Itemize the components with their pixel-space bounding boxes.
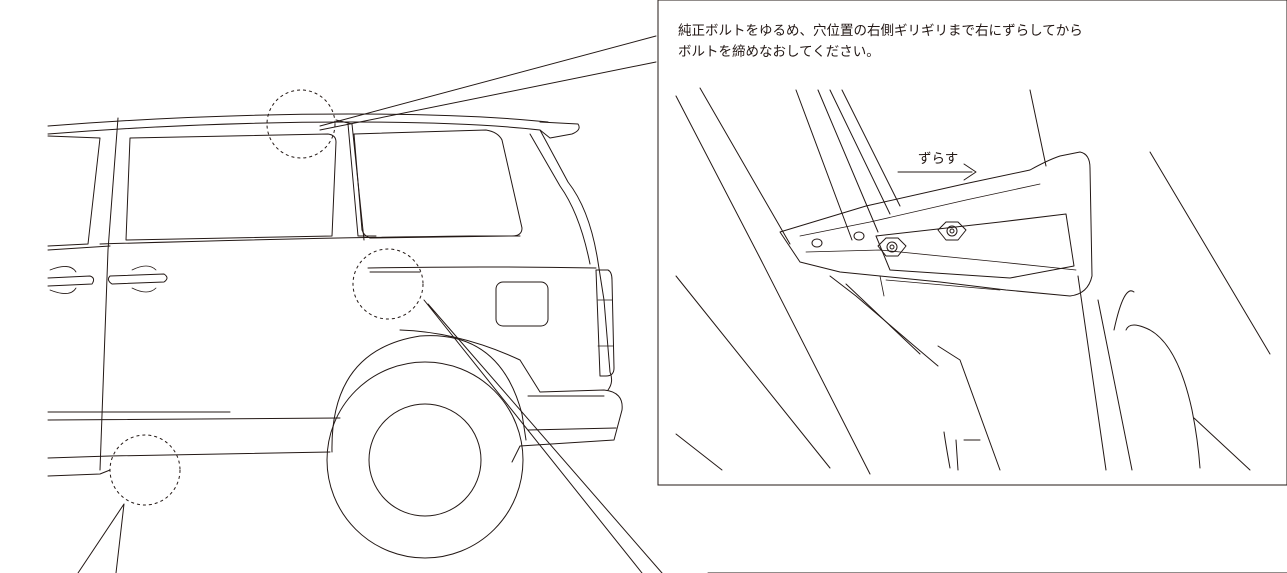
callout-circle-sill	[109, 434, 181, 506]
detail-panel-frame	[657, 0, 1287, 486]
slot-hole	[811, 238, 823, 248]
shift-arrow-head	[963, 163, 977, 181]
front-handle-recess	[49, 266, 77, 294]
detail-pillar-lines	[795, 89, 901, 241]
rear-tire	[326, 361, 524, 559]
wheel-arch	[331, 335, 527, 453]
bracket-edge	[879, 275, 1001, 297]
hatch-edge	[539, 129, 613, 391]
leader-quarter	[423, 299, 663, 573]
detail-line-a	[675, 95, 871, 475]
hinge-bracket	[779, 151, 1093, 297]
tail-lamp-segments	[597, 299, 614, 347]
pin-hole	[853, 231, 865, 241]
front-door-handle	[47, 275, 95, 287]
shift-arrow-label: ずらす	[918, 151, 959, 167]
lower-detail	[943, 431, 981, 471]
detail-line-g	[1193, 417, 1251, 471]
leader-sill	[77, 503, 125, 573]
rear-wheel	[368, 403, 482, 517]
rear-quarter-window	[353, 129, 523, 239]
instruction-line-1: 純正ボルトをゆるめ、穴位置の右側ギリギリまで右にずらしてから	[678, 23, 1083, 39]
front-belt-line	[47, 245, 111, 251]
car-illustration	[47, 35, 663, 573]
callout-circle-roof	[266, 89, 336, 159]
callout-circle-quarter	[352, 248, 424, 320]
pillar-curve	[1113, 290, 1201, 469]
lower-member-3	[937, 345, 1001, 471]
rear-spoiler	[539, 121, 580, 139]
detail-line-c	[675, 275, 831, 469]
pillar-lower	[1077, 275, 1133, 471]
detail-panel	[657, 0, 1287, 573]
instruction-line-2: ボルトを締めなおしてください。	[678, 44, 880, 60]
sliding-door-window	[125, 133, 337, 241]
detail-line-f	[1149, 151, 1271, 355]
roof-line	[47, 113, 549, 127]
fuel-lid	[495, 281, 549, 327]
lower-member-2	[845, 283, 921, 355]
lower-body-line	[47, 469, 111, 477]
bracket-ribs	[799, 183, 1077, 271]
bolt-2	[937, 221, 967, 241]
instruction-text: 純正ボルトをゆるめ、穴位置の右側ギリギリまで右にずらしてから ボルトを締めなおし…	[678, 21, 1083, 63]
hatch-edge-inner	[529, 133, 591, 265]
tail-lamp	[595, 269, 615, 377]
sliding-handle-recess	[131, 265, 157, 293]
c-pillar	[335, 119, 365, 241]
sliding-door-handle	[107, 273, 168, 285]
b-pillar-line	[99, 117, 119, 471]
side-character-line	[367, 266, 597, 269]
bracket-plate	[875, 213, 1075, 279]
front-door-window	[47, 135, 101, 247]
rear-bumper	[399, 329, 623, 463]
c-pillar-inner	[347, 123, 377, 237]
bolt-1	[877, 237, 907, 257]
roof-rail	[47, 121, 541, 135]
detail-line-b	[699, 87, 791, 245]
bumper-lines	[527, 395, 617, 431]
rocker-lines	[47, 411, 341, 459]
detail-line-e	[1029, 89, 1047, 167]
leader-roof	[319, 35, 657, 131]
belt-line	[99, 235, 521, 245]
detail-line-d	[675, 433, 723, 471]
